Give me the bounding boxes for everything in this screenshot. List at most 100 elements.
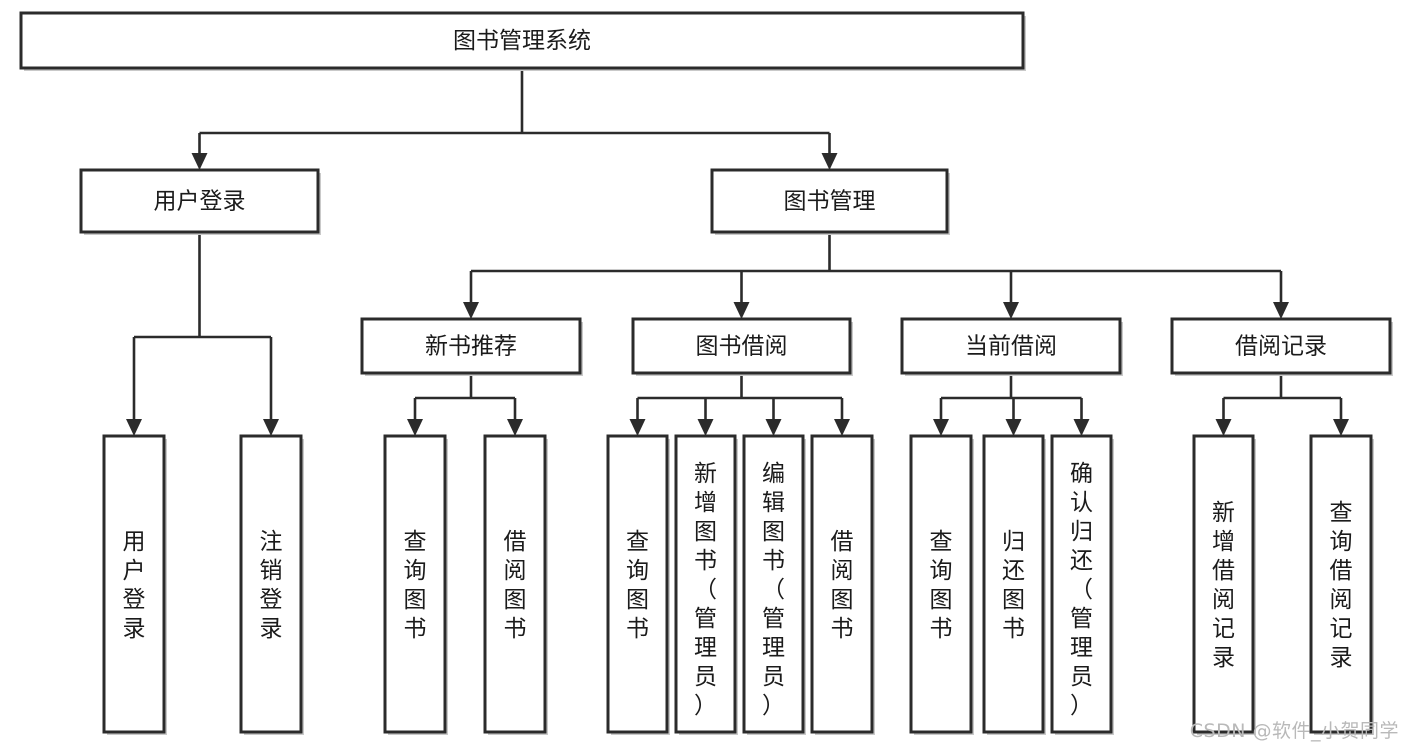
arrow-head-icon	[1215, 419, 1232, 436]
arrow-head-icon	[263, 419, 279, 436]
arrow-head-icon	[629, 419, 646, 436]
node-box[interactable]	[239, 434, 303, 734]
node-label-char: 询	[930, 558, 953, 584]
edges-layer	[126, 68, 1349, 436]
node-label-char: 图	[762, 519, 785, 545]
node-label-char: 还	[1002, 558, 1025, 584]
node-box[interactable]	[19, 11, 1025, 70]
node-book-manage[interactable]: 图书管理	[710, 168, 950, 235]
node-label-char: 借	[504, 529, 527, 555]
node-label-char: 登	[260, 587, 283, 613]
arrow-head-icon	[1333, 419, 1349, 436]
node-box[interactable]	[810, 434, 874, 734]
arrow-head-icon	[1073, 419, 1090, 436]
node-label: 新书推荐	[425, 334, 517, 360]
node-box[interactable]	[102, 434, 166, 734]
edge-root-to-level2	[191, 68, 838, 170]
node-label-char: 书	[694, 548, 717, 574]
node-label: 图书管理系统	[453, 28, 591, 54]
edge-newbook-to-leaves	[407, 373, 523, 436]
node-box[interactable]	[982, 434, 1045, 734]
arrow-head-icon	[765, 419, 782, 436]
node-box[interactable]	[742, 434, 805, 734]
node-label-char: 员	[1070, 664, 1093, 690]
arrow-head-icon	[463, 302, 479, 319]
node-label-char: 阅	[504, 558, 527, 584]
node-label-char: （	[762, 577, 785, 603]
node-label-char: 录	[260, 616, 283, 642]
node-new-book-recommend[interactable]: 新书推荐	[360, 317, 583, 376]
arrow-head-icon	[1003, 302, 1019, 319]
node-box[interactable]	[1309, 434, 1373, 734]
arrow-head-icon	[191, 153, 208, 170]
node-label-char: 管	[1070, 606, 1093, 632]
node-box[interactable]	[1192, 434, 1255, 734]
node-box[interactable]	[631, 317, 852, 375]
node-label-char: 增	[694, 490, 717, 516]
node-box[interactable]	[383, 434, 447, 734]
node-box[interactable]	[606, 434, 669, 734]
node-box[interactable]	[1050, 434, 1113, 734]
node-box[interactable]	[360, 317, 582, 375]
node-label-char: 归	[1070, 519, 1093, 545]
node-label-char: 图	[626, 587, 649, 613]
edge-currentborrow-to-leaves	[933, 373, 1090, 436]
node-label-char: 图	[404, 587, 427, 613]
node-book-borrow[interactable]: 图书借阅	[631, 317, 853, 376]
node-box[interactable]	[1170, 317, 1392, 375]
node-label-char: 查	[930, 529, 953, 555]
node-label: 当前借阅	[965, 334, 1057, 360]
node-label-char: 借	[1330, 558, 1353, 584]
node-label-char: 书	[831, 616, 854, 642]
node-box[interactable]	[909, 434, 973, 734]
node-label-char: 查	[1330, 500, 1353, 526]
node-label-char: 图	[504, 587, 527, 613]
arrow-head-icon	[933, 419, 949, 436]
node-label-char: 认	[1070, 490, 1093, 516]
node-box[interactable]	[710, 168, 949, 234]
node-label-char: 书	[626, 616, 649, 642]
node-label-char: 录	[123, 616, 146, 642]
arrow-head-icon	[507, 419, 523, 436]
node-borrow-record[interactable]: 借阅记录	[1170, 317, 1393, 376]
node-current-borrow[interactable]: 当前借阅	[900, 317, 1123, 376]
node-label-char: 书	[762, 548, 785, 574]
node-box[interactable]	[483, 434, 547, 734]
node-label-char: （	[1070, 577, 1093, 603]
node-label-char: 归	[1002, 529, 1025, 555]
node-box[interactable]	[79, 168, 320, 234]
node-label-char: 记	[1330, 616, 1353, 642]
node-user-login[interactable]: 用户登录	[79, 168, 321, 235]
node-box[interactable]	[674, 434, 737, 734]
node-label-char: 管	[762, 606, 785, 632]
node-label-char: 登	[123, 587, 146, 613]
watermark-text: CSDN @软件_小贺同学	[1189, 720, 1399, 742]
node-label-char: 阅	[1212, 587, 1235, 613]
arrow-head-icon	[697, 419, 714, 436]
node-label-char: ）	[762, 693, 785, 719]
node-label-char: 注	[260, 529, 283, 555]
node-root[interactable]: 图书管理系统	[19, 11, 1026, 71]
node-label-char: 录	[1330, 645, 1353, 671]
node-leaf-user-login[interactable]: 用户登录	[102, 434, 167, 735]
node-label-char: 确	[1070, 461, 1093, 487]
node-label-char: 销	[260, 558, 283, 584]
node-label-char: 记	[1212, 616, 1235, 642]
node-box[interactable]	[900, 317, 1122, 375]
arrow-head-icon	[126, 419, 142, 436]
arrow-head-icon	[834, 419, 850, 436]
